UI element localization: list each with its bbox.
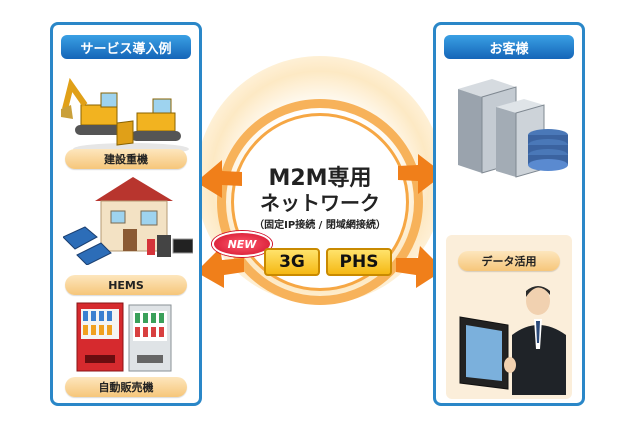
network-title-line2: ネットワーク xyxy=(260,191,380,215)
right-panel-title: お客様 xyxy=(444,35,574,59)
vending-machine-icon xyxy=(76,302,172,372)
arrow-upper-right xyxy=(398,154,444,194)
example-hems-label: HEMS xyxy=(65,275,187,295)
network-ring-outer xyxy=(217,99,423,305)
network-subtitle: （固定IP接続 / 閉域網接続） xyxy=(254,220,386,231)
left-panel-title: サービス導入例 xyxy=(61,35,191,59)
server-database-icon xyxy=(458,79,568,178)
network-title-line1: M2M専用 xyxy=(268,166,372,191)
example-vending-label: 自動販売機 xyxy=(65,377,187,397)
construction-machinery-icon xyxy=(61,77,189,155)
arrow-lower-left xyxy=(196,248,244,288)
arrow-lower-right xyxy=(396,246,444,288)
example-construction-label: 建設重機 xyxy=(65,149,187,169)
badge-phs: PHS xyxy=(326,248,392,276)
data-usage-label: データ活用 xyxy=(458,251,560,271)
arrow-upper-left xyxy=(196,160,242,198)
house-solar-icon xyxy=(63,177,193,265)
right-panel: お客様 データ活用 xyxy=(433,22,585,406)
new-badge: NEW xyxy=(212,231,272,257)
tablet-user-icon xyxy=(459,286,566,395)
badge-3g: 3G xyxy=(264,248,320,276)
left-panel: サービス導入例 建設重機 HEMS xyxy=(50,22,202,406)
